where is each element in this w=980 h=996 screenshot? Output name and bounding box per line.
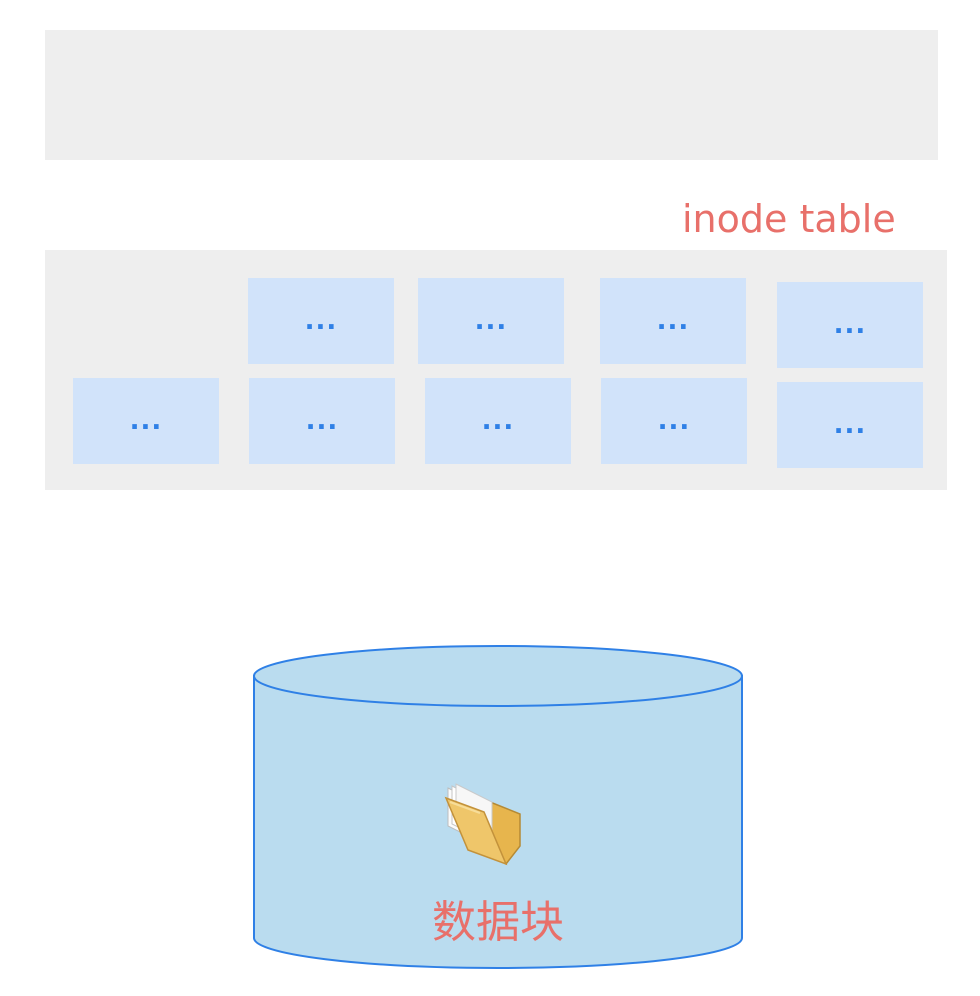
inode-cell: ...	[73, 378, 219, 464]
inode-table: ... ... ... ... ... ... ... ... ...	[45, 250, 947, 490]
inode-cell: ...	[418, 278, 564, 364]
data-block-label: 数据块	[432, 897, 564, 948]
inode-cell: ...	[777, 282, 923, 368]
folder-icon	[440, 778, 530, 868]
inode-table-title: inode table	[682, 197, 896, 241]
inode-cell: ...	[600, 278, 746, 364]
inode-cell: ...	[248, 278, 394, 364]
superblock-panel	[45, 30, 938, 160]
data-block-cylinder: 数据块	[250, 643, 746, 973]
inode-cell: ...	[425, 378, 571, 464]
inode-cell: ...	[601, 378, 747, 464]
inode-cell: ...	[249, 378, 395, 464]
inode-cell: ...	[777, 382, 923, 468]
